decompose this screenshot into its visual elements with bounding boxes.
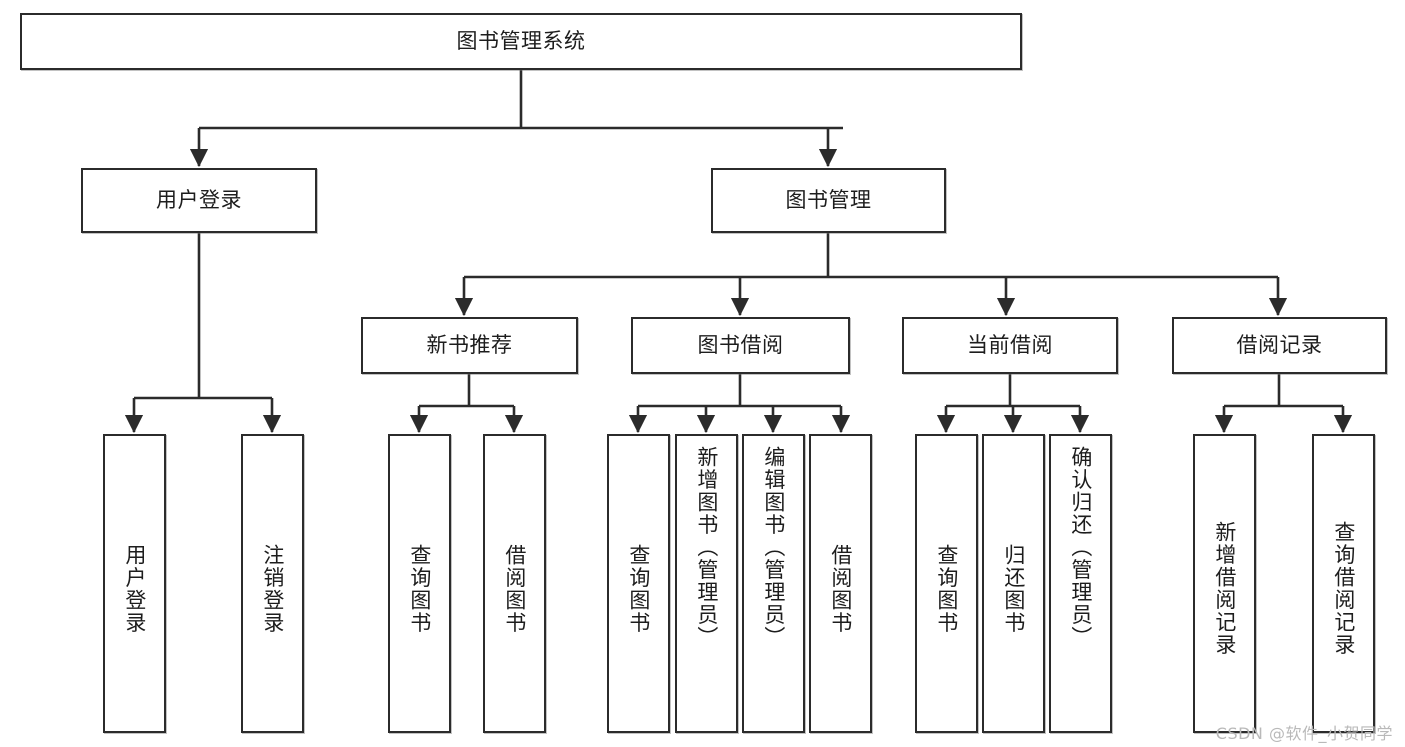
node-leaf-confirm-return-admin-label: 确认归还（管理员） <box>1068 446 1093 649</box>
node-leaf-user-login-label: 用户登录 <box>122 543 147 634</box>
node-leaf-add-borrow-record[interactable]: 新增借阅记录 <box>1193 434 1256 733</box>
node-book-borrow[interactable]: 图书借阅 <box>631 317 850 374</box>
node-leaf-query-book-recommend-label: 查询图书 <box>407 543 432 634</box>
node-book-borrow-label: 图书借阅 <box>697 332 784 357</box>
node-root-label: 图书管理系统 <box>456 28 586 53</box>
node-leaf-borrow-book-recommend[interactable]: 借阅图书 <box>483 434 546 733</box>
node-leaf-logout[interactable]: 注销登录 <box>241 434 304 733</box>
node-leaf-add-book-admin[interactable]: 新增图书（管理员） <box>675 434 738 733</box>
node-leaf-add-borrow-record-label: 新增借阅记录 <box>1212 521 1237 656</box>
node-user-login-label: 用户登录 <box>156 187 242 212</box>
node-new-book-recommend-label: 新书推荐 <box>426 332 513 357</box>
node-leaf-edit-book-admin-label: 编辑图书（管理员） <box>761 446 786 649</box>
node-book-management-label: 图书管理 <box>785 187 872 212</box>
node-user-login[interactable]: 用户登录 <box>81 168 317 233</box>
node-leaf-borrow-book-borrow[interactable]: 借阅图书 <box>809 434 872 733</box>
node-borrow-record[interactable]: 借阅记录 <box>1172 317 1387 374</box>
node-leaf-query-book-borrow[interactable]: 查询图书 <box>607 434 670 733</box>
node-leaf-return-book[interactable]: 归还图书 <box>982 434 1045 733</box>
node-new-book-recommend[interactable]: 新书推荐 <box>361 317 578 374</box>
node-leaf-query-book-current-label: 查询图书 <box>934 543 959 634</box>
node-leaf-return-book-label: 归还图书 <box>1001 543 1026 634</box>
node-leaf-add-book-admin-label: 新增图书（管理员） <box>694 446 719 649</box>
node-current-borrow[interactable]: 当前借阅 <box>902 317 1118 374</box>
node-leaf-query-book-recommend[interactable]: 查询图书 <box>388 434 451 733</box>
node-leaf-query-borrow-record-label: 查询借阅记录 <box>1331 521 1356 656</box>
node-leaf-user-login[interactable]: 用户登录 <box>103 434 166 733</box>
node-leaf-query-borrow-record[interactable]: 查询借阅记录 <box>1312 434 1375 733</box>
node-borrow-record-label: 借阅记录 <box>1236 332 1323 357</box>
watermark: CSDN @软件_小贺同学 <box>1215 724 1393 743</box>
node-root[interactable]: 图书管理系统 <box>20 13 1022 70</box>
node-leaf-confirm-return-admin[interactable]: 确认归还（管理员） <box>1049 434 1112 733</box>
node-leaf-query-book-borrow-label: 查询图书 <box>626 543 651 634</box>
node-book-management[interactable]: 图书管理 <box>711 168 946 233</box>
node-leaf-borrow-book-recommend-label: 借阅图书 <box>502 543 527 634</box>
node-leaf-query-book-current[interactable]: 查询图书 <box>915 434 978 733</box>
node-leaf-borrow-book-borrow-label: 借阅图书 <box>828 543 853 634</box>
node-leaf-edit-book-admin[interactable]: 编辑图书（管理员） <box>742 434 805 733</box>
node-current-borrow-label: 当前借阅 <box>967 332 1053 357</box>
node-leaf-logout-label: 注销登录 <box>260 543 285 634</box>
